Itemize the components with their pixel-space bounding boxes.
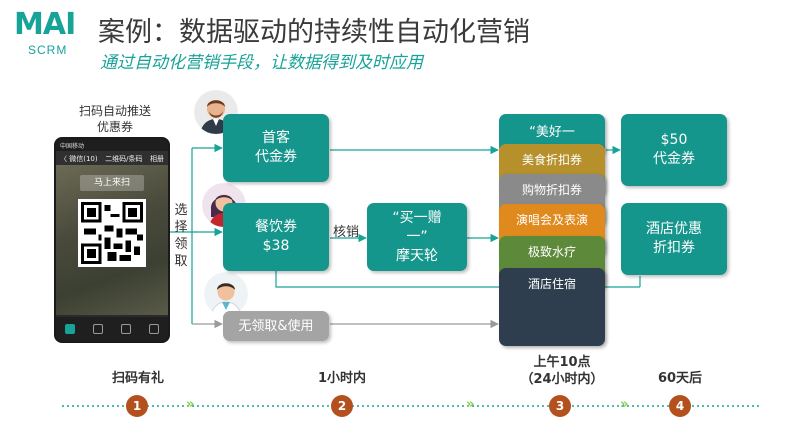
tab-street-icon [121,324,131,334]
tab-cover-icon [93,324,103,334]
dining-voucher-line1: 餐饮券 [255,219,297,235]
bogo-line1: “买一赠 [392,209,442,226]
phone-nav-back: 〈 微信(10) [60,155,98,163]
choose-char-2: 择 [174,220,188,235]
phone-mockup: 中国移动 〈 微信(10) 二维码/条码 相册 马上来扫 [54,137,170,343]
fifty-voucher-box: $50 代金券 [621,114,727,186]
card-hotel-label: 酒店住宿 [527,277,576,291]
bogo-ferris-wheel-box: “买一赠 一” 摩天轮 [367,203,467,271]
phone-tab-bar [56,317,168,341]
phone-scan-screen: 马上来扫 [56,165,168,315]
no-claim-box: 无领取&使用 [223,311,329,341]
choose-char-4: 取 [174,254,188,269]
qr-code-icon [78,199,146,267]
page-subtitle: 通过自动化营销手段，让数据得到及时应用 [100,53,423,73]
timeline-chevron-3-icon: » [620,397,629,412]
timeline-node-4: 4 [669,395,691,417]
tab-scan-icon [65,324,75,334]
brand-logo: MAI SCRM [14,10,92,58]
bogo-line2: 一” [406,228,428,245]
verify-label: 核销 [333,225,360,240]
choose-char-1: 选 [174,203,188,218]
scan-button: 马上来扫 [80,175,144,191]
fifty-line2: 代金券 [653,151,695,167]
timeline-node-2: 2 [331,395,353,417]
timeline-node-1: 1 [126,395,148,417]
tab-translate-icon [149,324,159,334]
timeline-label-4: 60天后 [657,371,703,386]
timeline-chevron-2-icon: » [466,397,475,412]
fifty-line1: $50 [660,132,688,148]
first-voucher-line1: 首客 [262,130,290,146]
hotel-discount-line2: 折扣券 [653,240,695,256]
timeline-chevron-1-icon: » [186,397,195,412]
timeline-label-3-line2: （24小时内） [520,372,604,387]
hotel-discount-box: 酒店优惠 折扣券 [621,203,727,275]
timeline-label-3-line1: 上午10点 [533,355,591,370]
dining-voucher-line2: $38 [262,238,290,254]
bogo-line3: 摩天轮 [396,247,438,264]
page-title: 案例：数据驱动的持续性自动化营销 [98,17,530,48]
card-hotel-stay: 酒店住宿 [499,268,605,346]
card-spa-label: 极致水疗 [527,245,576,259]
choose-claim-label: 选 择 领 取 [172,202,190,270]
first-customer-voucher-box: 首客 代金券 [223,114,329,182]
choose-char-3: 领 [174,237,188,252]
phone-caption-line2: 优惠券 [96,120,133,134]
timeline-node-3: 3 [549,395,571,417]
timeline-label-1: 扫码有礼 [111,371,164,386]
phone-status-bar: 中国移动 [56,139,168,151]
phone-nav-bar: 〈 微信(10) 二维码/条码 相册 [56,151,168,165]
timeline-label-3: 上午10点 （24小时内） [510,354,614,388]
first-voucher-line2: 代金券 [255,149,297,165]
hotel-discount-line1: 酒店优惠 [646,221,702,237]
card-food-label: 美食折扣券 [521,153,582,167]
dining-voucher-box: 餐饮券 $38 [223,203,329,271]
phone-caption: 扫码自动推送 优惠券 [60,103,170,135]
logo-mark: MAI [14,7,76,42]
doctor-customer-avatar-icon [204,272,248,316]
phone-caption-line1: 扫码自动推送 [78,104,151,118]
phone-nav-right: 相册 [150,155,164,163]
card-shopping-label: 购物折扣券 [521,183,582,197]
phone-nav-title: 二维码/条码 [105,155,143,163]
logo-sub: SCRM [28,43,68,57]
timeline-label-2: 1小时内 [317,371,367,386]
card-concert-label: 演唱会及表演 [515,213,588,227]
